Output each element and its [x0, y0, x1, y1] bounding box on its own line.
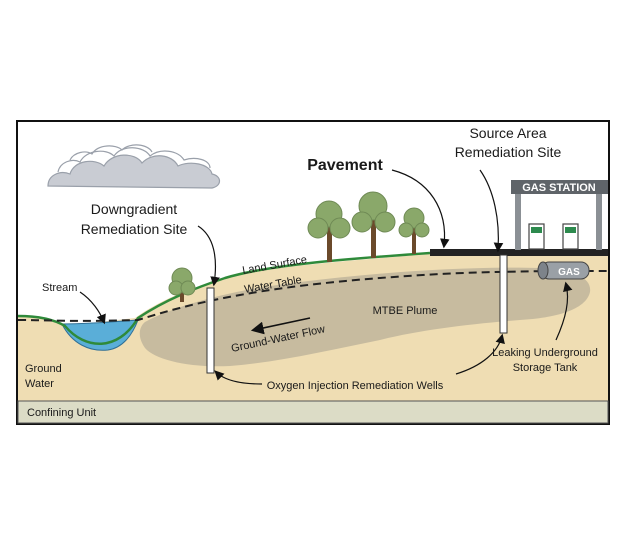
leaking-tank-label-2: Storage Tank	[513, 362, 578, 374]
pavement-slab	[430, 249, 608, 256]
leaking-tank-label-1: Leaking Underground	[492, 347, 598, 359]
gas-station-sign: GAS STATION	[522, 182, 596, 194]
gas-tank-icon	[537, 261, 590, 280]
leaking-tank-arrow	[555, 281, 573, 341]
gas-tank-label: GAS	[558, 267, 580, 278]
injection-well-source	[499, 254, 508, 334]
downgradient-arrow	[197, 225, 220, 287]
source-area-arrow	[479, 169, 504, 253]
pavement-arrow	[391, 169, 450, 249]
tree-icon	[398, 207, 430, 254]
wells-arrow-left	[214, 370, 263, 385]
wells-arrow-right	[455, 333, 505, 375]
cloud-icon	[47, 144, 221, 189]
injection-well-downgradient	[206, 287, 215, 374]
confining-unit-label: Confining Unit	[27, 407, 96, 419]
source-area-label-2: Remediation Site	[455, 144, 562, 160]
flow-arrow	[250, 317, 311, 335]
tree-icon	[168, 267, 196, 302]
tree-icon	[307, 200, 351, 262]
downgradient-label-2: Remediation Site	[81, 221, 188, 237]
downgradient-label-1: Downgradient	[91, 201, 177, 217]
stream-label: Stream	[42, 282, 77, 294]
stream-arrow	[79, 291, 106, 325]
ground-water-label-1: Ground	[25, 363, 62, 375]
land-surface-line	[17, 251, 431, 346]
source-area-label-1: Source Area	[469, 125, 546, 141]
gas-station	[511, 180, 608, 250]
pavement-label: Pavement	[307, 157, 383, 174]
mtbe-plume-label: MTBE Plume	[373, 305, 438, 317]
tree-icon	[351, 191, 396, 258]
ground-water-label-2: Water	[25, 378, 54, 390]
confining-unit-layer	[17, 400, 609, 424]
oxygen-wells-label: Oxygen Injection Remediation Wells	[267, 380, 444, 392]
